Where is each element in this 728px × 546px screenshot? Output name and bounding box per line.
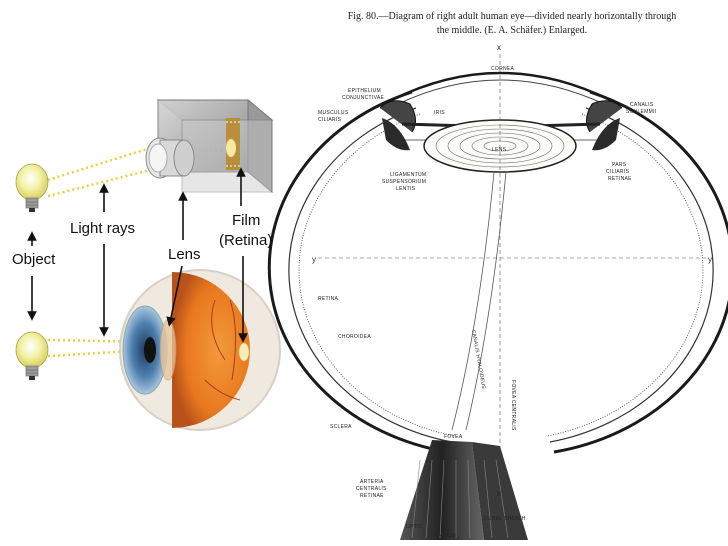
- label-epithelium: EPITHELIUM: [348, 88, 381, 94]
- label-sclera: SCLERA: [330, 424, 352, 430]
- camera-illustration: [145, 98, 274, 194]
- label-pars: PARS: [612, 162, 627, 168]
- label-nerve: NERVE: [438, 533, 457, 539]
- label-object: Object: [12, 251, 56, 268]
- label-canalis-hyaloideus: CANALIS HYALOIDEUS: [470, 329, 486, 390]
- label-retina: RETINA: [318, 296, 338, 302]
- caption-line-1: Fig. 80.—Diagram of right adult human ey…: [347, 11, 677, 22]
- anatomy-labels: CORNEA EPITHELIUM CONJUNCTIVAE MUSCULUS …: [312, 43, 712, 539]
- label-suspensorium: SUSPENSORIUM: [382, 179, 426, 185]
- label-y-right: y: [708, 255, 712, 264]
- label-ligamentum: LIGAMENTUM: [390, 172, 426, 178]
- anatomical-section: [267, 54, 728, 540]
- label-lens: LENS: [492, 147, 507, 153]
- label-canalis: CANALIS: [630, 102, 654, 108]
- label-x-bottom: x: [497, 489, 501, 498]
- bulb-bottom: [15, 331, 49, 380]
- label-schlemmii: SCHLEMMII: [626, 109, 656, 115]
- label-conjunctivae: CONJUNCTIVAE: [342, 95, 384, 101]
- label-y-left: y: [312, 255, 316, 264]
- label-fovea-small: FOVEA: [444, 434, 463, 440]
- label-fovea: FOVEA CENTRALIS: [510, 380, 516, 431]
- label-optic: OPTIC: [406, 524, 423, 530]
- label-lens-left: Lens: [168, 246, 201, 263]
- label-ciliaris: CILIARIS: [318, 117, 342, 123]
- label-retina-left: (Retina): [219, 232, 273, 249]
- label-arteria: ARTERIA: [360, 479, 384, 485]
- label-cornea: CORNEA: [491, 66, 515, 72]
- label-light-rays: Light rays: [70, 220, 136, 237]
- label-iris: IRIS: [434, 110, 445, 116]
- eye-illustration: [119, 269, 281, 431]
- label-centralis: CENTRALIS: [356, 486, 387, 492]
- label-retinae: RETINAE: [608, 176, 632, 182]
- label-musculus: MUSCULUS: [318, 110, 349, 116]
- label-choroidea: CHOROIDEA: [338, 334, 371, 340]
- label-x-top: x: [497, 43, 501, 52]
- label-film: Film: [232, 212, 261, 229]
- label-dural: DURAL SHEATH: [484, 516, 526, 522]
- label-ciliaris-retinae: CILIARIS: [606, 169, 630, 175]
- bulb-top: [15, 163, 49, 212]
- label-arrows: [27, 167, 248, 343]
- label-retinae2: RETINAE: [360, 493, 384, 499]
- caption-line-2: the middle. (E. A. Schäfer.) Enlarged.: [436, 25, 588, 36]
- figure-caption: Fig. 80.—Diagram of right adult human ey…: [312, 10, 712, 38]
- label-lentis: LENTIS: [396, 186, 416, 192]
